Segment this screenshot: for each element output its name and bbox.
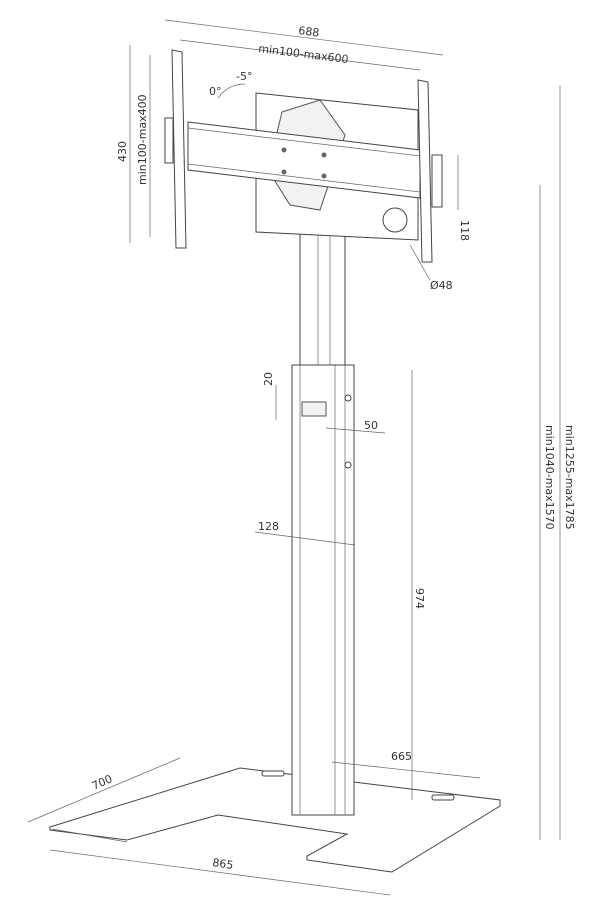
dim-pole-diameter: Ø48 bbox=[430, 279, 453, 292]
crossbar bbox=[187, 121, 421, 199]
sleeve-lock bbox=[301, 401, 327, 417]
tilt-zero-label: 0° bbox=[209, 85, 222, 98]
dim-base-width: 865 bbox=[212, 856, 235, 872]
tilt-minus-label: -5° bbox=[236, 70, 252, 83]
dim-total-height: min1255-max1785 bbox=[563, 425, 576, 530]
base-slot bbox=[261, 770, 285, 777]
dim-sleeve-depth: 50 bbox=[364, 419, 378, 432]
column-sleeve bbox=[291, 364, 355, 816]
dim-base-depth-inner: 665 bbox=[391, 750, 412, 763]
left-vertical-bracket bbox=[171, 49, 187, 249]
dim-base-depth: 700 bbox=[90, 772, 114, 792]
dimension-lines bbox=[27, 19, 561, 896]
dim-bracket-offset: 118 bbox=[458, 220, 471, 241]
right-vertical-bracket bbox=[417, 79, 433, 263]
dim-overall-width: 688 bbox=[298, 24, 320, 39]
dim-vesa-horizontal: min100-max600 bbox=[258, 42, 350, 66]
pole-clamp bbox=[382, 207, 408, 233]
base-plate bbox=[49, 767, 501, 873]
base-slot bbox=[431, 794, 455, 801]
dim-bracket-height: 430 bbox=[116, 141, 129, 162]
dim-vesa-vertical: min100-max400 bbox=[136, 94, 149, 185]
dim-column-height: 974 bbox=[413, 588, 426, 609]
dim-mount-height: min1040-max1570 bbox=[543, 425, 556, 530]
dim-column-width: 128 bbox=[258, 520, 279, 533]
dim-sleeve-gap: 20 bbox=[262, 372, 275, 386]
